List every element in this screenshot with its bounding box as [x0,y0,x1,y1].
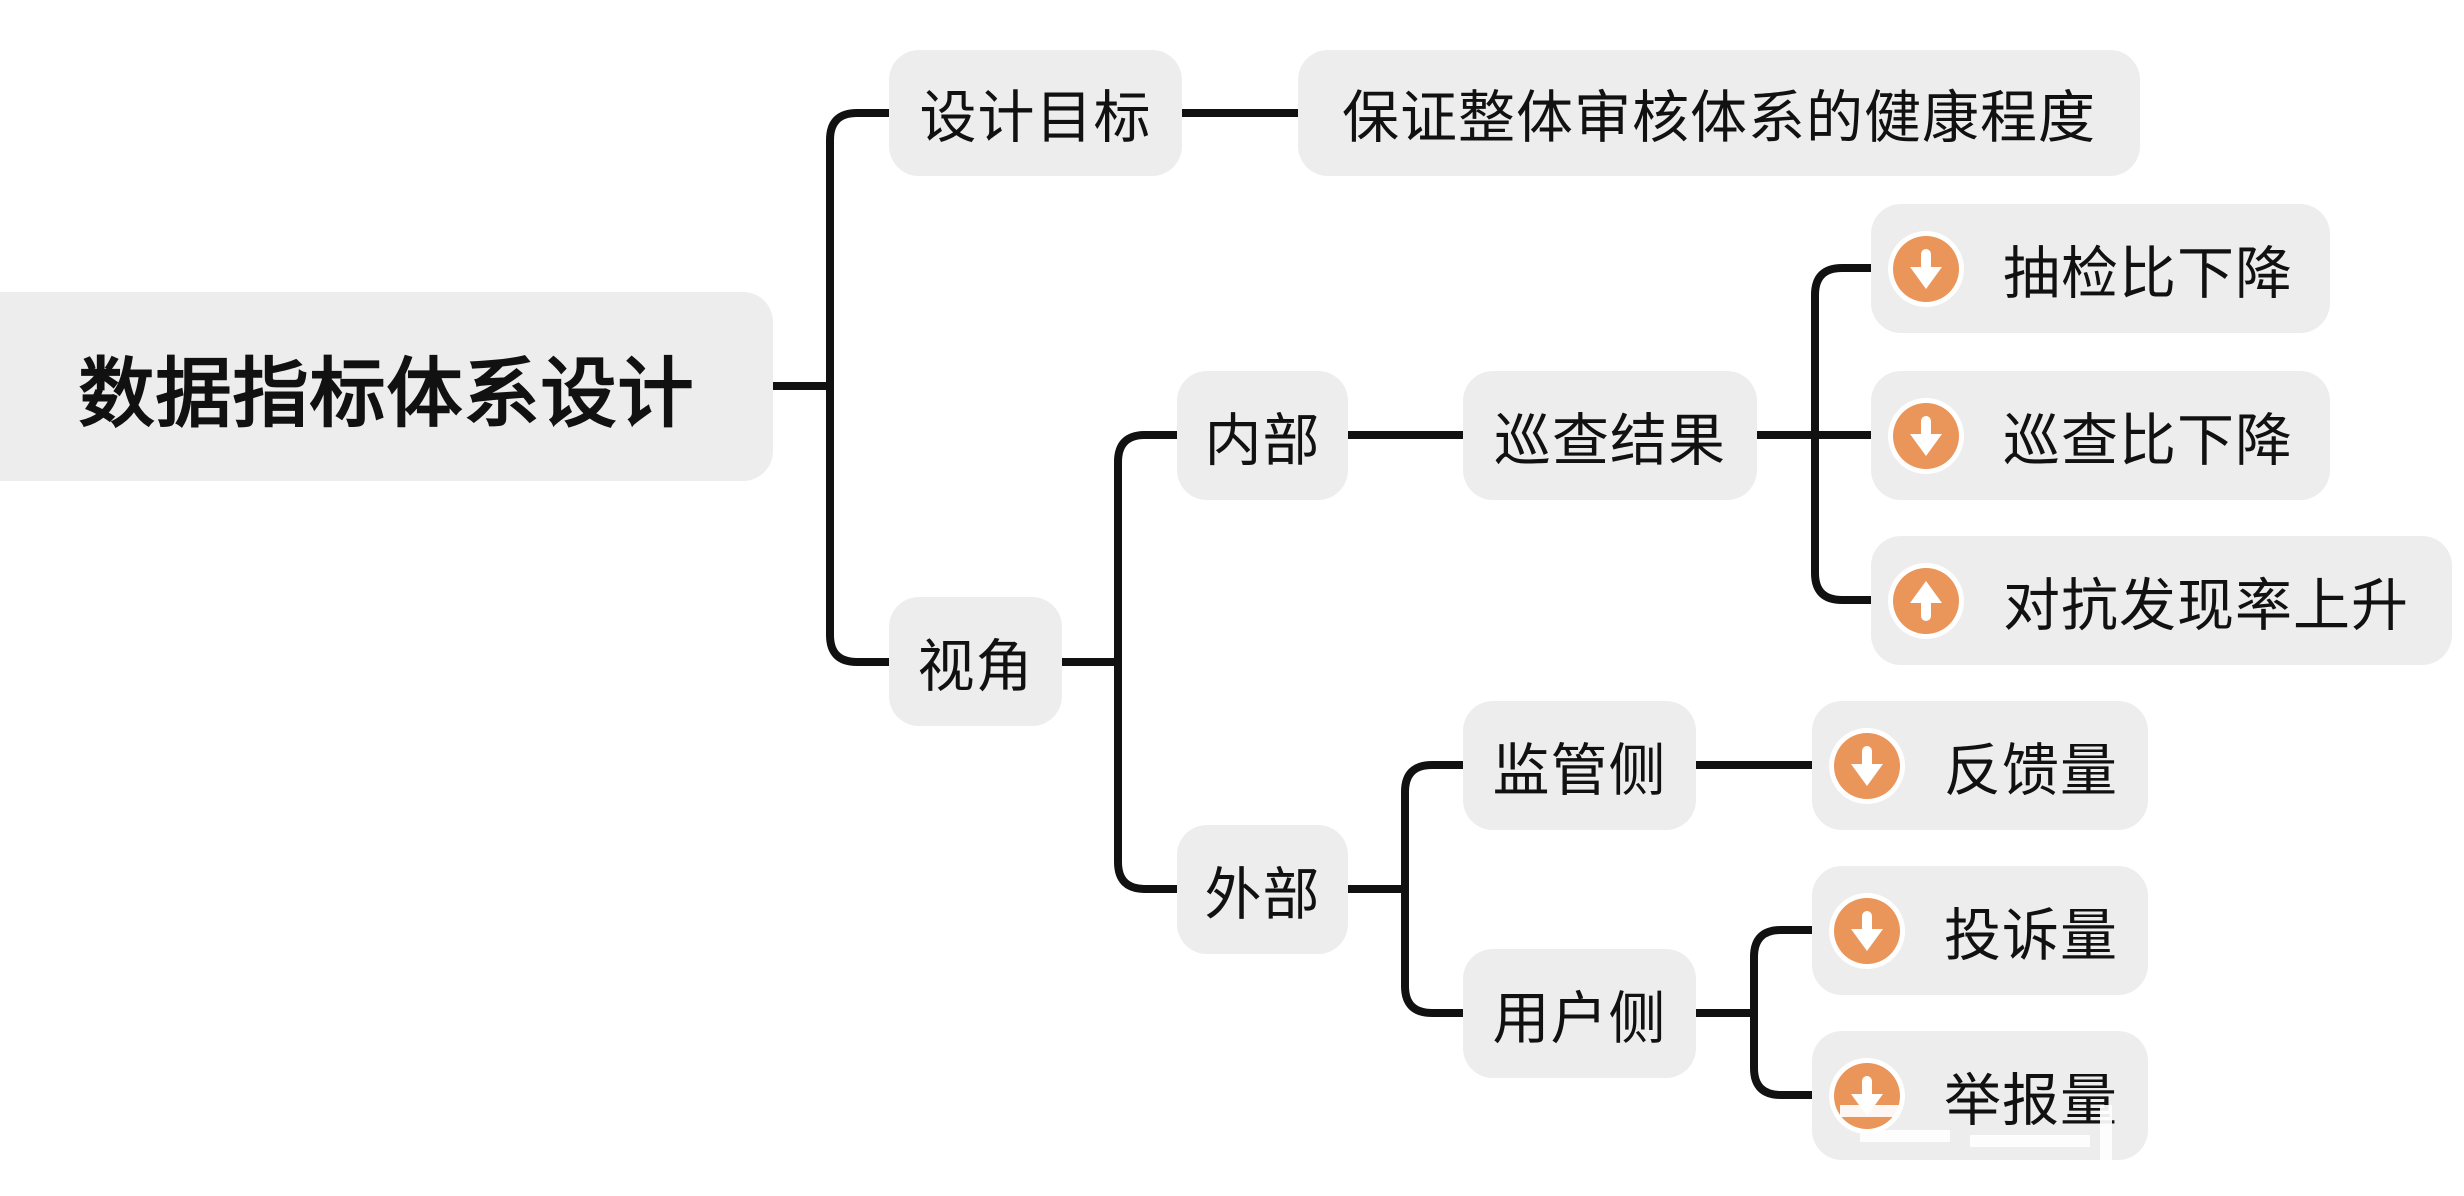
metric-label: 抽检比下降 [2003,240,2293,307]
watermark-overlay [1770,1085,2170,1175]
connector-external-regulator [1401,761,1463,889]
node-external[interactable]: 外部 [1177,825,1348,954]
metric-label: 巡查比下降 [2003,407,2293,474]
node-label: 视角 [917,633,1034,700]
root-node[interactable]: 数据指标体系设计 [0,292,773,481]
metric-label: 对抗发现率上升 [2003,572,2409,639]
metric-complaint-volume[interactable]: 投诉量 [1812,866,2148,995]
node-user-side[interactable]: 用户侧 [1463,949,1696,1078]
node-goal-detail[interactable]: 保证整体审核体系的健康程度 [1298,50,2140,176]
connector-root-goal [826,109,889,386]
node-label: 内部 [1204,407,1321,474]
connector-root-perspective [826,386,889,666]
root-label: 数据指标体系设计 [78,348,695,438]
node-design-goal[interactable]: 设计目标 [889,50,1182,176]
node-label: 巡查结果 [1494,407,1726,474]
metric-label: 反馈量 [1944,737,2118,804]
node-patrol-results[interactable]: 巡查结果 [1463,371,1757,500]
arrow-down-icon [1834,897,1900,964]
arrow-down-icon [1893,402,1959,469]
node-internal[interactable]: 内部 [1177,371,1348,500]
connector-user-complaints [1750,926,1812,1013]
arrow-down-icon [1834,732,1900,799]
metric-patrol-ratio[interactable]: 巡查比下降 [1871,371,2330,500]
metric-label: 投诉量 [1944,902,2118,969]
connector-perspective-external [1114,662,1177,893]
node-label: 设计目标 [919,85,1152,151]
node-perspective[interactable]: 视角 [889,597,1062,726]
metric-label: 举报量 [1944,1067,2118,1134]
connector-user-reports [1750,1013,1812,1099]
node-label: 保证整体审核体系的健康程度 [1342,85,2096,151]
connector-patrol-m1 [1811,264,1871,435]
connector-external-user [1401,889,1463,1017]
node-label: 监管侧 [1492,737,1667,804]
node-label: 外部 [1204,861,1321,928]
node-label: 用户侧 [1492,985,1667,1052]
connector-perspective-internal [1114,431,1177,662]
node-regulator-side[interactable]: 监管侧 [1463,701,1696,830]
watermark-shapes [1770,1105,2112,1165]
metric-adversarial-detection[interactable]: 对抗发现率上升 [1871,536,2452,665]
arrow-down-icon [1834,1062,1900,1129]
metric-feedback-volume[interactable]: 反馈量 [1812,701,2148,830]
metric-sampling-ratio[interactable]: 抽检比下降 [1871,204,2330,333]
connector-patrol-m3 [1811,435,1871,604]
arrow-up-icon [1893,567,1959,634]
arrow-down-icon [1893,235,1959,302]
